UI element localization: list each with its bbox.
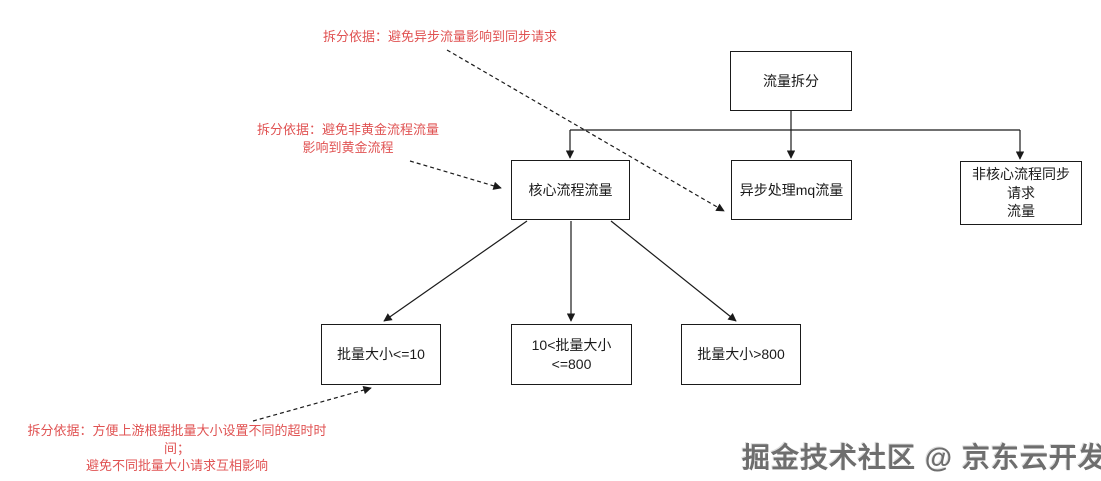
- annotation-split-basis-async: 拆分依据：避免异步流量影响到同步请求: [322, 29, 557, 44]
- node-batch-size-gt-800: 批量大小>800: [681, 324, 801, 385]
- edge-core-b1: [383, 220, 528, 322]
- edge-annotation-golden-to-core: [409, 160, 502, 190]
- annotation-split-basis-golden: 拆分依据：避免非黄金流程流量 影响到黄金流程: [256, 122, 439, 155]
- watermark-text: 掘金技术社区 @ 京东云开发者: [742, 442, 1101, 473]
- node-core-flow-traffic: 核心流程流量: [511, 160, 630, 220]
- annotation-split-basis-batch: 拆分依据：方便上游根据批量大小设置不同的超时时间； 避免不同批量大小请求互相影响: [27, 423, 327, 474]
- node-async-mq-traffic: 异步处理mq流量: [731, 160, 852, 220]
- node-batch-size-10-to-800: 10<批量大小<=800: [511, 324, 632, 385]
- edge-annotation-batch-to-b1: [252, 385, 372, 422]
- node-traffic-split: 流量拆分: [730, 51, 852, 111]
- node-noncore-sync-traffic: 非核心流程同步请求 流量: [960, 161, 1082, 225]
- node-batch-size-lte-10: 批量大小<=10: [321, 324, 441, 385]
- edge-core-b3: [610, 220, 737, 322]
